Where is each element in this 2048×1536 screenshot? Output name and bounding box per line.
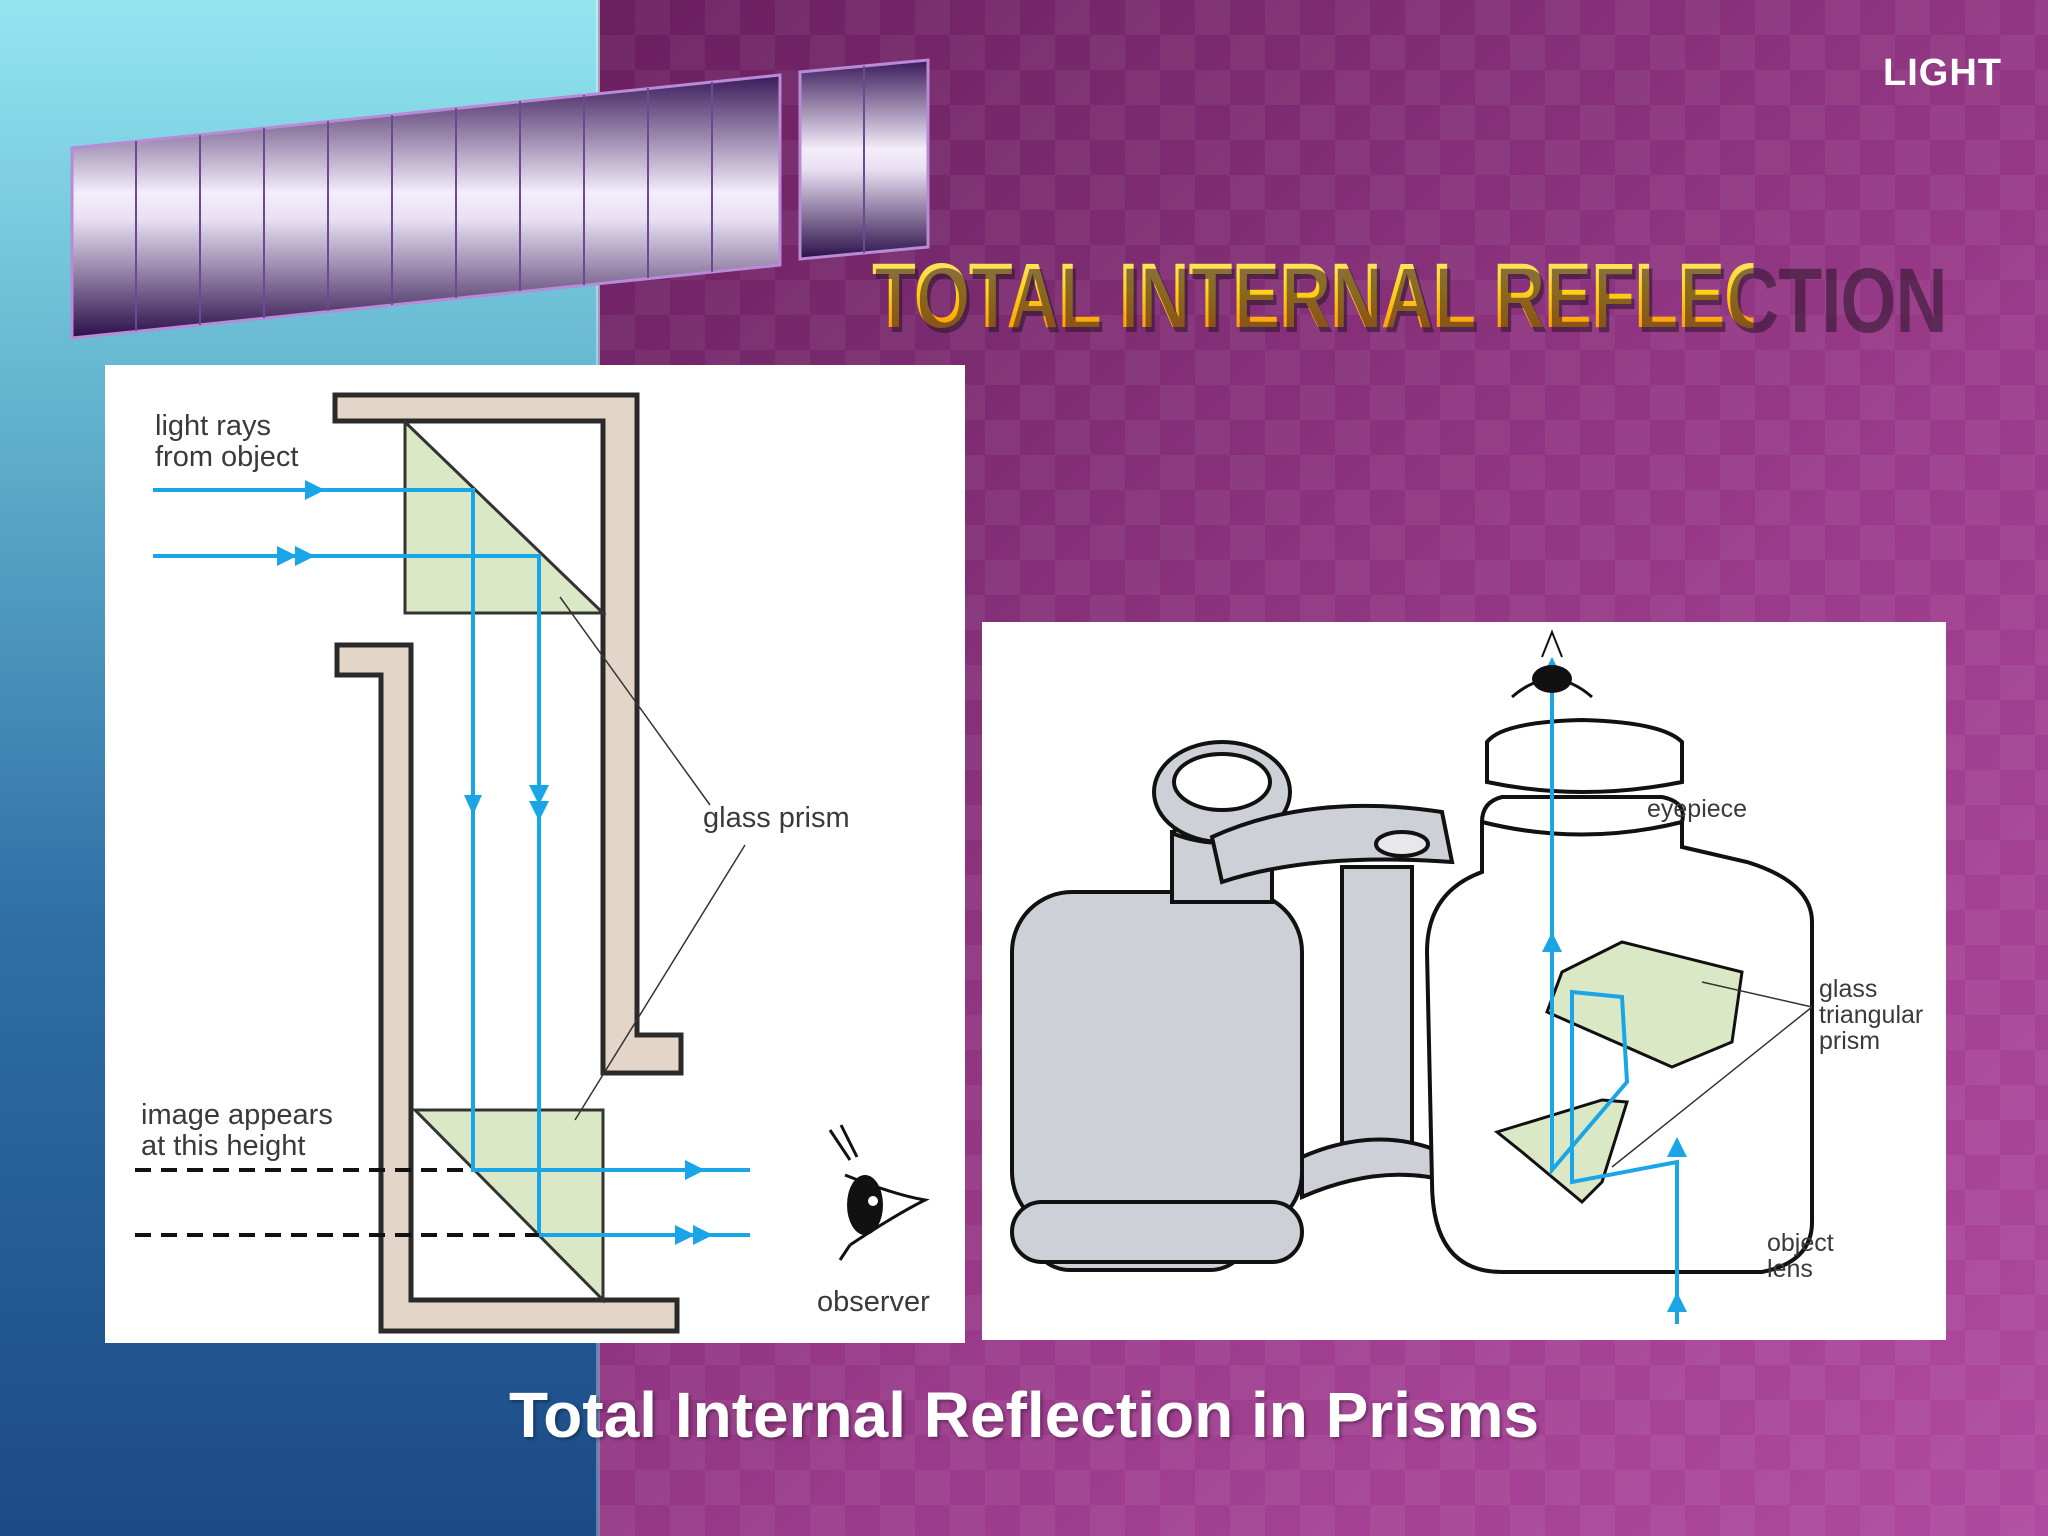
hinge <box>1209 803 1455 1201</box>
periscope-frame-top <box>332 392 684 1076</box>
bottom-prism <box>411 1108 605 1304</box>
binocular-diagram: eyepiece glass triangular prism object l… <box>982 622 1946 1340</box>
right-barrel <box>1424 717 1814 1274</box>
label-image-appears: image appears at this height <box>141 1099 333 1162</box>
ray-path <box>1550 662 1679 1324</box>
label-glass-prism: glass prism <box>703 802 850 834</box>
label-glass-triangular-prism: glass triangular prism <box>1819 975 1924 1055</box>
page-title: TOTAL INTERNAL REFLECTION <box>872 236 1944 356</box>
section-label: LIGHT <box>1883 52 2002 94</box>
label-light-rays: light rays from object <box>155 410 299 473</box>
top-prism <box>403 418 607 615</box>
slide-caption: Total Internal Reflection in Prisms <box>508 1379 1540 1451</box>
periscope-diagram: light rays from object glass prism image… <box>105 365 965 1343</box>
periscope-frame-bottom <box>334 642 680 1334</box>
eye-icon <box>1511 629 1593 699</box>
label-object-lens: object lens <box>1767 1229 1834 1283</box>
observer-eye-icon <box>828 1124 930 1261</box>
label-observer: observer <box>817 1286 930 1318</box>
periscope-drawing <box>135 392 930 1334</box>
decorative-tile-banner <box>70 58 930 340</box>
upper-prism <box>1545 940 1744 1069</box>
label-eyepiece: eyepiece <box>1647 795 1748 823</box>
binocular-drawing <box>1010 629 1814 1324</box>
ray-2 <box>153 554 750 1237</box>
